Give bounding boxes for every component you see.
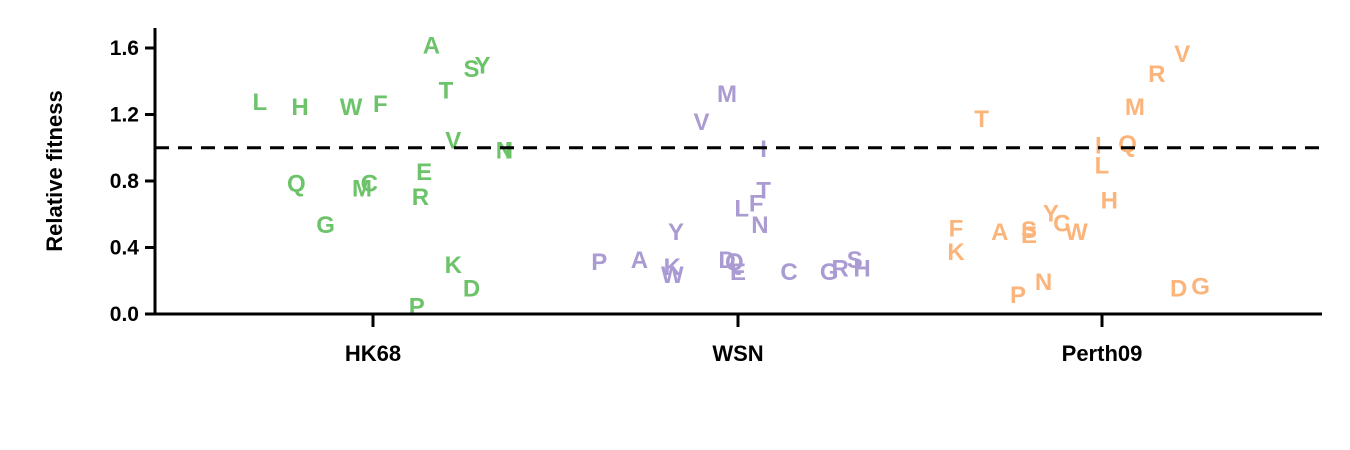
data-point-hk68-i: I xyxy=(505,137,512,164)
data-point-wsn-m: M xyxy=(717,81,737,108)
data-point-perth09-f: F xyxy=(949,216,964,243)
data-point-perth09-w: W xyxy=(1065,219,1088,246)
data-point-hk68-w: W xyxy=(340,94,363,121)
data-point-perth09-s: S xyxy=(1021,217,1037,244)
data-point-hk68-v: V xyxy=(445,127,461,154)
data-point-hk68-p: P xyxy=(409,294,425,321)
data-point-wsn-y: Y xyxy=(668,219,684,246)
y-tick-label: 0.0 xyxy=(110,303,139,326)
data-point-wsn-f: F xyxy=(749,191,764,218)
data-point-hk68-g: G xyxy=(316,212,335,239)
data-point-hk68-f: F xyxy=(373,91,388,118)
data-point-wsn-l: L xyxy=(734,196,749,223)
data-point-hk68-e: E xyxy=(416,159,432,186)
x-category-label: HK68 xyxy=(345,341,401,366)
data-point-perth09-c: C xyxy=(1053,211,1070,238)
data-point-perth09-q: Q xyxy=(1118,131,1137,158)
data-point-perth09-r: R xyxy=(1148,61,1165,88)
data-point-hk68-s: S xyxy=(464,56,480,83)
data-point-wsn-g: G xyxy=(820,259,839,286)
data-point-wsn-a: A xyxy=(631,247,648,274)
data-point-perth09-g: G xyxy=(1191,274,1210,301)
data-point-hk68-t: T xyxy=(439,78,454,105)
data-point-hk68-q: Q xyxy=(287,171,306,198)
data-point-hk68-m: M xyxy=(352,176,372,203)
points-layer: AYSTLHWFVNIEQCMRGKDPMVITFLNYAPDQKWECGSRH… xyxy=(253,33,1210,321)
y-tick-label: 1.6 xyxy=(110,37,139,60)
data-point-perth09-t: T xyxy=(974,106,989,133)
data-point-wsn-d: D xyxy=(718,247,735,274)
data-point-wsn-c: C xyxy=(780,259,797,286)
y-axis-title: Relative fitness xyxy=(42,90,67,251)
data-point-perth09-i: I xyxy=(1095,132,1102,159)
data-point-wsn-s: S xyxy=(847,247,863,274)
data-point-perth09-n: N xyxy=(1035,269,1052,296)
data-point-hk68-h: H xyxy=(291,94,308,121)
data-point-perth09-k: K xyxy=(947,239,965,266)
data-point-wsn-t: T xyxy=(756,177,771,204)
y-tick-label: 0.4 xyxy=(110,237,140,260)
data-point-hk68-c: C xyxy=(361,171,378,198)
data-point-hk68-l: L xyxy=(253,89,268,116)
data-point-perth09-y: Y xyxy=(1043,201,1059,228)
y-ticks: 0.0 0.4 0.8 1.2 1.6 xyxy=(110,37,155,326)
data-point-perth09-p: P xyxy=(1010,282,1026,309)
data-point-perth09-e: E xyxy=(1021,222,1037,249)
data-point-wsn-n: N xyxy=(751,212,768,239)
data-point-hk68-r: R xyxy=(412,184,429,211)
data-point-wsn-v: V xyxy=(693,109,709,136)
data-point-wsn-r: R xyxy=(832,255,849,282)
y-tick-label: 0.8 xyxy=(110,170,140,193)
x-category-label: Perth09 xyxy=(1062,341,1143,366)
data-point-wsn-w: W xyxy=(661,262,684,289)
y-tick-label: 1.2 xyxy=(110,104,139,127)
data-point-hk68-y: Y xyxy=(474,53,490,80)
x-ticks: HK68 WSN Perth09 xyxy=(345,314,1142,366)
data-point-perth09-m: M xyxy=(1125,94,1145,121)
data-point-wsn-k: K xyxy=(664,254,682,281)
data-point-hk68-d: D xyxy=(463,275,480,302)
data-point-perth09-l: L xyxy=(1095,152,1110,179)
data-point-perth09-v: V xyxy=(1174,41,1190,68)
data-point-wsn-e: E xyxy=(730,259,746,286)
data-point-hk68-n: N xyxy=(496,137,513,164)
data-point-perth09-h: H xyxy=(1101,187,1118,214)
x-category-label: WSN xyxy=(712,341,763,366)
data-point-perth09-d: D xyxy=(1170,275,1187,302)
data-point-perth09-a: A xyxy=(991,219,1008,246)
data-point-wsn-q: Q xyxy=(725,249,744,276)
data-point-wsn-p: P xyxy=(591,249,607,276)
data-point-hk68-a: A xyxy=(423,33,440,60)
data-point-wsn-h: H xyxy=(853,255,870,282)
data-point-hk68-k: K xyxy=(445,252,463,279)
